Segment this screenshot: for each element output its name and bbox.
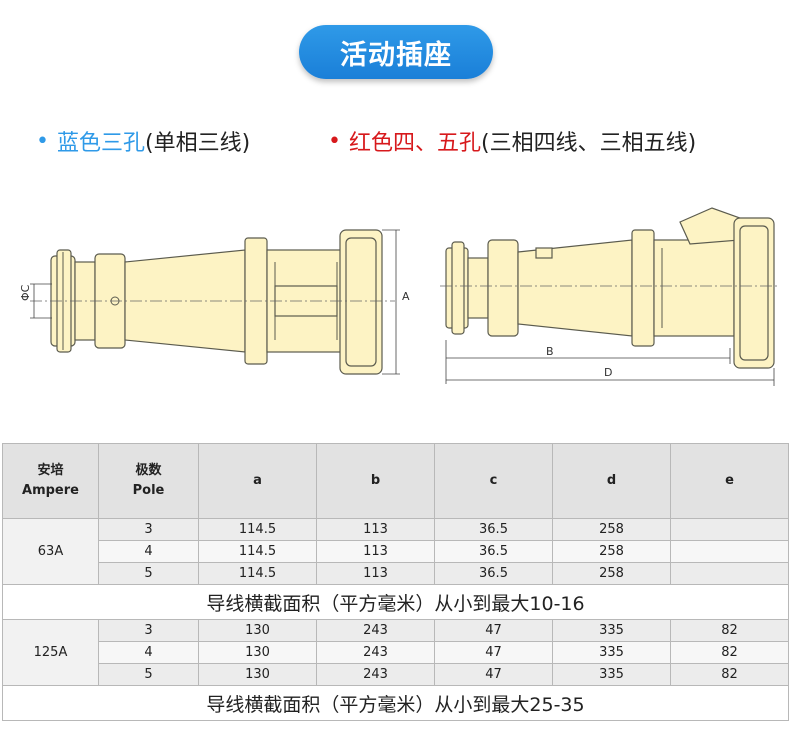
header-d: d: [552, 443, 671, 519]
header-b: b: [316, 443, 435, 519]
cell-pole: 4: [98, 641, 199, 664]
cell-a: 130: [198, 641, 317, 664]
cell-c: 47: [434, 619, 553, 642]
legend-blue-text: (单相三线): [145, 131, 251, 156]
cell-b: 243: [316, 619, 435, 642]
label-c: ΦC: [19, 284, 32, 301]
cell-pole: 5: [98, 562, 199, 585]
cell-b: 243: [316, 663, 435, 686]
legend-blue-highlight: 蓝色三孔: [56, 131, 145, 156]
cell-e: 82: [670, 619, 789, 642]
cell-c: 47: [434, 663, 553, 686]
cell-pole: 4: [98, 540, 199, 563]
legend-blue: • 蓝色三孔 (单相三线): [36, 124, 250, 158]
wire-section-note: 导线横截面积（平方毫米）从小到最大10-16: [2, 584, 789, 620]
cell-a: 114.5: [198, 518, 317, 541]
cell-b: 243: [316, 641, 435, 664]
legend-red-highlight: 红色四、五孔: [348, 131, 481, 156]
wire-section-note-row: 导线横截面积（平方毫米）从小到最大25-35: [2, 685, 789, 721]
cell-a: 130: [198, 663, 317, 686]
cell-d: 258: [552, 540, 671, 563]
left-socket-view: ΦC A: [19, 229, 410, 375]
cell-b: 113: [316, 562, 435, 585]
bullet-icon: •: [328, 128, 341, 154]
label-b: B: [546, 345, 554, 358]
technical-drawing: .body{fill:#fdf3c4;stroke:#5b5b4e;stroke…: [19, 207, 780, 386]
table-header-row: 安培 Ampere 极数 Pole a b c d e: [2, 443, 789, 519]
header-pole: 极数 Pole: [98, 443, 199, 519]
cell-d: 335: [552, 641, 671, 664]
header-e: e: [670, 443, 789, 519]
bullet-icon: •: [36, 128, 49, 154]
cell-d: 335: [552, 663, 671, 686]
cell-e: [670, 518, 789, 541]
legend-red-text: (三相四线、三相五线): [481, 131, 697, 156]
cell-c: 36.5: [434, 518, 553, 541]
cell-a: 130: [198, 619, 317, 642]
header-line: 极数: [135, 463, 162, 478]
label-d: D: [604, 366, 612, 379]
cell-a: 114.5: [198, 562, 317, 585]
cell-b: 113: [316, 540, 435, 563]
cell-d: 258: [552, 518, 671, 541]
ampere-cell: 63A: [2, 518, 99, 585]
cell-d: 258: [552, 562, 671, 585]
right-socket-view: B D: [440, 207, 780, 386]
cell-e: 82: [670, 641, 789, 664]
ampere-cell: 125A: [2, 619, 99, 686]
header-line: 安培: [37, 463, 64, 478]
cell-b: 113: [316, 518, 435, 541]
cell-pole: 3: [98, 619, 199, 642]
header-ampere: 安培 Ampere: [2, 443, 99, 519]
header-line: Pole: [132, 483, 165, 498]
cell-e: [670, 540, 789, 563]
cell-e: [670, 562, 789, 585]
page-title: 活动插座: [299, 25, 493, 79]
cell-e: 82: [670, 663, 789, 686]
cell-d: 335: [552, 619, 671, 642]
wire-section-note: 导线横截面积（平方毫米）从小到最大25-35: [2, 685, 789, 721]
legend-red: • 红色四、五孔 (三相四线、三相五线): [328, 124, 696, 158]
cell-c: 36.5: [434, 562, 553, 585]
cell-a: 114.5: [198, 540, 317, 563]
cell-pole: 5: [98, 663, 199, 686]
label-a: A: [402, 290, 410, 303]
wire-section-note-row: 导线横截面积（平方毫米）从小到最大10-16: [2, 584, 789, 620]
cell-c: 47: [434, 641, 553, 664]
cell-c: 36.5: [434, 540, 553, 563]
cell-pole: 3: [98, 518, 199, 541]
header-a: a: [198, 443, 317, 519]
header-line: Ampere: [22, 483, 79, 498]
header-c: c: [434, 443, 553, 519]
